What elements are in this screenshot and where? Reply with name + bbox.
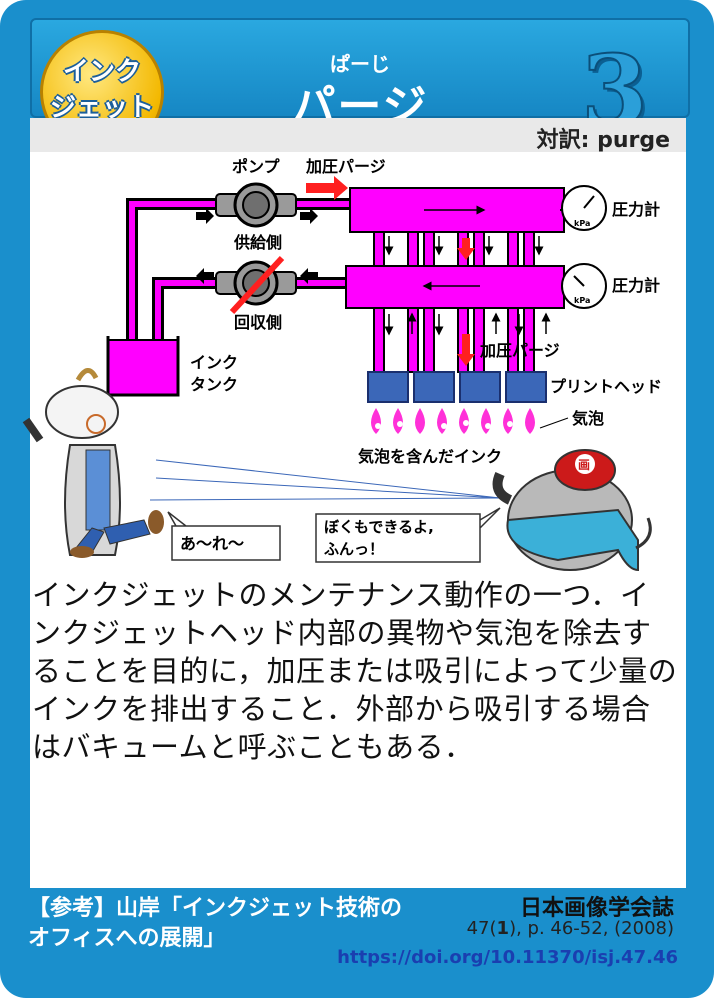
reading-text: ぱーじ — [330, 52, 390, 76]
citation-volume: 47( — [466, 918, 497, 939]
sight-lines — [149, 459, 501, 501]
doi-link[interactable]: https://doi.org/10.11370/isj.47.46 — [337, 947, 678, 968]
gauge-unit-bottom: kPa — [574, 296, 590, 305]
citation-issue: 1 — [496, 918, 510, 939]
elephant-speech-text-1: ぼくもできるよ, — [324, 518, 434, 536]
supply-pump-icon — [215, 182, 297, 228]
ink-with-bubbles-label: 気泡を含んだインク — [358, 447, 502, 466]
badge-line-1: インク — [62, 57, 141, 87]
pressure-purge-label-top: 加圧パージ — [305, 157, 386, 176]
reference-content: 【参考】山岸「インクジェット技術のオフィスへの展開」 — [28, 896, 403, 951]
elephant-speech-text-2: ふんっ！ — [324, 540, 384, 558]
goat-speech-text: あ～れ～ — [180, 534, 244, 553]
goat-character — [22, 368, 164, 558]
purge-arrow-bottom-icon — [457, 334, 475, 366]
recovery-side-label: 回収側 — [234, 313, 282, 332]
return-manifold — [345, 265, 565, 309]
recovery-pump-icon — [215, 255, 297, 315]
bubble-dots — [375, 420, 513, 429]
description-text: インクジェットのメンテナンス動作の一つ．インクジェットヘッド内部の異物や気泡を除… — [32, 578, 678, 764]
pump-flow-arrows — [196, 208, 318, 284]
translation: 対訳: purge — [536, 128, 670, 153]
reference-bar — [0, 888, 420, 954]
gauge-label-top: 圧力計 — [612, 200, 660, 219]
flow-arrows — [384, 236, 551, 336]
gauge-label-bottom: 圧力計 — [612, 276, 660, 295]
elephant-speech-bubble — [315, 507, 501, 563]
print-head-label: プリントヘッド — [550, 377, 662, 396]
supply-side-label: 供給側 — [233, 233, 282, 252]
pressure-gauge-top-icon — [560, 185, 607, 231]
purge-arrow-mid-icon — [457, 238, 475, 260]
print-heads — [367, 371, 547, 403]
journal-name: 日本画像学会誌 — [519, 896, 674, 921]
pump-label: ポンプ — [232, 157, 281, 176]
ink-tank-label-1: インク — [190, 353, 238, 372]
ink-tank-label-2: タンク — [190, 375, 238, 394]
pressure-gauge-bottom-icon — [561, 263, 607, 309]
ink-tank — [107, 339, 179, 396]
gauge-unit-top: kPa — [574, 219, 590, 228]
elephant-cap-text: 画 — [578, 458, 590, 472]
citation-rest: ), p. 46-52, (2008) — [509, 918, 674, 939]
goat-speech-bubble — [167, 511, 281, 561]
translation-bar — [30, 118, 686, 152]
elephant-character — [492, 449, 652, 572]
purge-arrow-top-icon — [306, 176, 348, 200]
citation: 47(1), p. 46-52, (2008) — [467, 918, 674, 939]
pressure-purge-label-bottom: 加圧パージ — [479, 341, 560, 360]
ink-drops — [371, 408, 535, 434]
bubble-label: 気泡 — [572, 409, 604, 428]
reference-text: 【参考】山岸「インクジェット技術のオフィスへの展開」 — [28, 894, 408, 954]
